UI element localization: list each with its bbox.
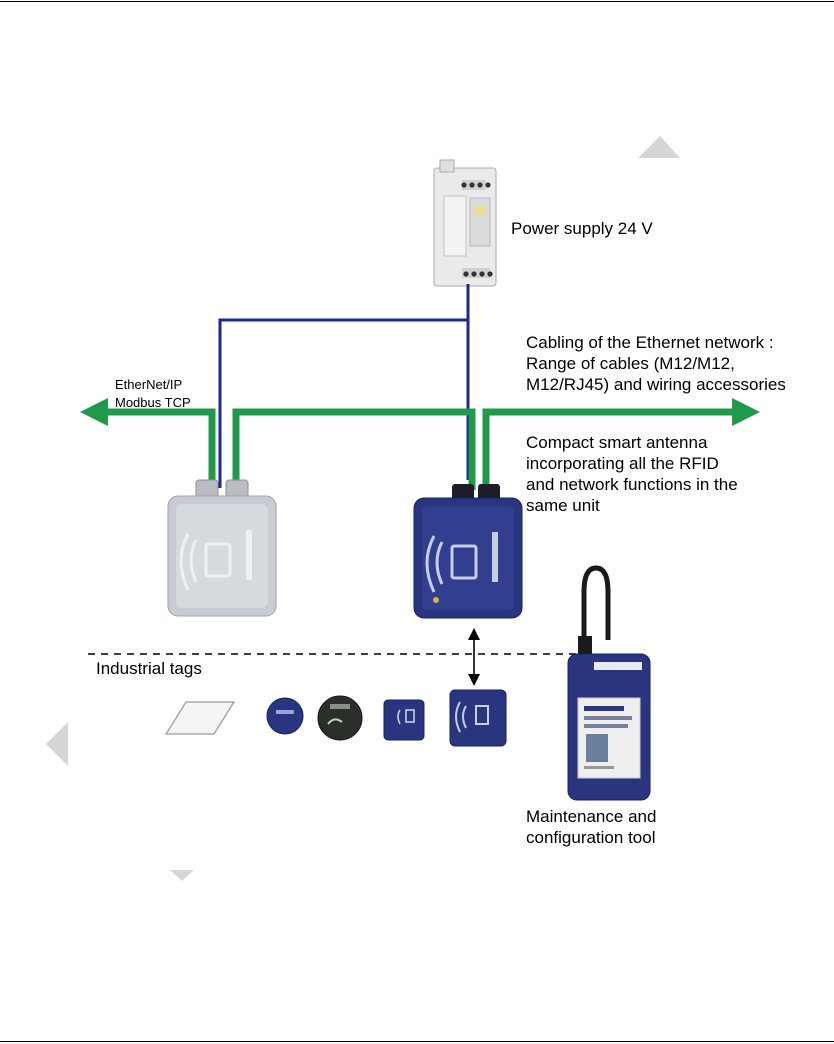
antenna-line-1: Compact smart antenna (526, 432, 738, 453)
tags-label: Industrial tags (96, 658, 202, 679)
cabling-line-2: Range of cables (M12/M12, (526, 353, 786, 374)
corner-arrow-left-icon (46, 722, 68, 766)
protocol-label: EtherNet/IP Modbus TCP (115, 376, 191, 412)
power-supply-text: Power supply 24 V (511, 218, 653, 239)
tag-card-icon (166, 702, 234, 734)
antenna-grey-icon (168, 480, 276, 616)
tool-line-2: configuration tool (526, 827, 656, 848)
corner-arrow-bottom-icon (170, 870, 194, 881)
antenna-label: Compact smart antenna incorporating all … (526, 432, 738, 516)
tool-line-1: Maintenance and (526, 806, 656, 827)
cabling-line-3: M12/RJ45) and wiring accessories (526, 374, 786, 395)
power-supply-icon (434, 160, 496, 286)
power-cable (220, 284, 468, 488)
arrow-right-icon (732, 398, 760, 426)
power-supply-label: Power supply 24 V (511, 218, 653, 239)
maintenance-tool-icon (568, 568, 650, 800)
tool-label: Maintenance and configuration tool (526, 806, 656, 848)
tag-block-large-icon (450, 690, 506, 746)
tag-disc-large-icon (318, 696, 362, 740)
antenna-line-2: incorporating all the RFID (526, 453, 738, 474)
read-write-arrow-icon (468, 628, 480, 686)
arrow-left-icon (80, 398, 108, 426)
protocol-line-1: EtherNet/IP (115, 376, 191, 394)
tag-block-small-icon (384, 700, 424, 740)
tag-disc-small-icon (267, 698, 303, 734)
antenna-line-3: and network functions in the (526, 474, 738, 495)
tags-text: Industrial tags (96, 658, 202, 679)
antenna-blue-icon (414, 484, 522, 618)
antenna-line-4: same unit (526, 495, 738, 516)
cabling-line-1: Cabling of the Ethernet network : (526, 332, 786, 353)
corner-arrow-top-right-icon (638, 136, 680, 158)
cabling-label: Cabling of the Ethernet network : Range … (526, 332, 786, 395)
protocol-line-2: Modbus TCP (115, 394, 191, 412)
